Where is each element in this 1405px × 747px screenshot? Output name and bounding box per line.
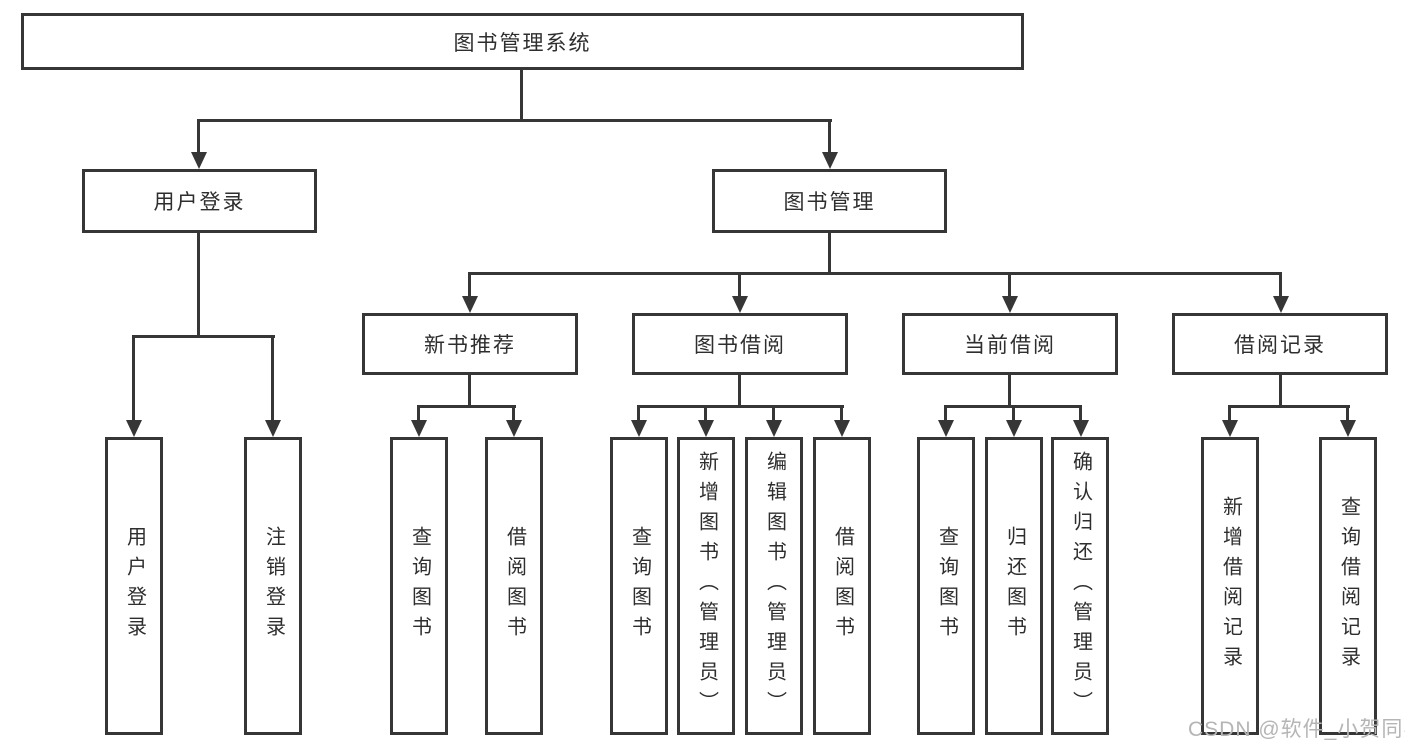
connector-line (944, 405, 947, 423)
node-user-login-module: 用户登录 (82, 169, 317, 233)
node-current-borrowing: 当前借阅 (902, 313, 1118, 375)
node-label: 归还图书 (1003, 526, 1026, 646)
arrow-down-icon (411, 420, 427, 437)
arrow-down-icon (938, 420, 954, 437)
arrow-down-icon (822, 152, 838, 169)
node-book-management: 图书管理 (712, 169, 947, 233)
arrow-down-icon (126, 420, 142, 437)
connector-line (417, 405, 420, 423)
connector-line (1012, 405, 1015, 423)
connector-line (637, 405, 640, 423)
leaf-edit-books-admin: 编辑图书（管理员） (745, 437, 803, 735)
arrow-down-icon (1273, 296, 1289, 313)
node-label: 新增借阅记录 (1219, 496, 1242, 676)
connector-line (468, 375, 471, 407)
node-label: 新书推荐 (424, 334, 516, 357)
arrow-down-icon (698, 420, 714, 437)
leaf-borrow-books-recommend: 借阅图书 (485, 437, 543, 735)
connector-line (512, 405, 515, 423)
leaf-query-books-borrowing: 查询图书 (610, 437, 668, 735)
connector-line (417, 405, 516, 408)
arrow-down-icon (1073, 420, 1089, 437)
connector-line (468, 272, 1282, 275)
connector-line (828, 233, 831, 274)
leaf-confirm-return-admin: 确认归还（管理员） (1051, 437, 1109, 735)
node-label: 当前借阅 (964, 334, 1056, 357)
connector-line (1228, 405, 1350, 408)
node-new-book-recommend: 新书推荐 (362, 313, 578, 375)
connector-line (738, 272, 741, 299)
connector-line (738, 375, 741, 407)
arrow-down-icon (1002, 296, 1018, 313)
node-label: 图书管理系统 (453, 31, 592, 55)
connector-line (1279, 272, 1282, 299)
leaf-return-books: 归还图书 (985, 437, 1043, 735)
connector-line (468, 272, 471, 299)
node-label: 借阅记录 (1234, 334, 1326, 357)
connector-line (271, 335, 274, 423)
node-label: 注销登录 (262, 526, 285, 646)
leaf-user-login: 用户登录 (105, 437, 163, 735)
connector-line (704, 405, 707, 423)
node-label: 新增图书（管理员） (695, 451, 718, 721)
leaf-query-books-recommend: 查询图书 (390, 437, 448, 735)
connector-line (772, 405, 775, 423)
connector-line (132, 335, 275, 338)
connector-line (828, 119, 831, 155)
arrow-down-icon (631, 420, 647, 437)
node-label: 图书管理 (783, 191, 876, 214)
leaf-add-borrow-record: 新增借阅记录 (1201, 437, 1259, 735)
node-label: 编辑图书（管理员） (763, 451, 786, 721)
connector-line (520, 69, 523, 121)
node-label: 借阅图书 (831, 526, 854, 646)
arrow-down-icon (766, 420, 782, 437)
arrow-down-icon (1222, 420, 1238, 437)
connector-line (1008, 272, 1011, 299)
connector-line (198, 119, 832, 122)
node-label: 查询借阅记录 (1337, 496, 1360, 676)
connector-line (197, 119, 200, 155)
connector-line (1346, 405, 1349, 423)
node-label: 借阅图书 (503, 526, 526, 646)
arrow-down-icon (1340, 420, 1356, 437)
arrow-down-icon (834, 420, 850, 437)
arrow-down-icon (1006, 420, 1022, 437)
connector-line (197, 233, 200, 337)
leaf-query-books-current: 查询图书 (917, 437, 975, 735)
node-label: 查询图书 (628, 526, 651, 646)
node-library-system: 图书管理系统 (21, 13, 1024, 70)
node-borrow-records: 借阅记录 (1172, 313, 1388, 375)
node-book-borrowing: 图书借阅 (632, 313, 848, 375)
node-label: 用户登录 (123, 526, 146, 646)
node-label: 确认归还（管理员） (1069, 451, 1092, 721)
connector-line (1279, 375, 1282, 407)
csdn-watermark: CSDN @软件_小贺同学 (1188, 718, 1405, 741)
leaf-add-books-admin: 新增图书（管理员） (677, 437, 735, 735)
arrow-down-icon (732, 296, 748, 313)
connector-line (637, 405, 844, 408)
arrow-down-icon (462, 296, 478, 313)
connector-line (840, 405, 843, 423)
leaf-logout: 注销登录 (244, 437, 302, 735)
leaf-query-borrow-record: 查询借阅记录 (1319, 437, 1377, 735)
connector-line (1228, 405, 1231, 423)
node-label: 图书借阅 (694, 334, 786, 357)
arrow-down-icon (265, 420, 281, 437)
connector-line (132, 335, 135, 423)
node-label: 查询图书 (408, 526, 431, 646)
connector-line (1079, 405, 1082, 423)
node-label: 用户登录 (153, 191, 246, 214)
arrow-down-icon (506, 420, 522, 437)
arrow-down-icon (191, 152, 207, 169)
node-label: 查询图书 (935, 526, 958, 646)
connector-line (1008, 375, 1011, 407)
leaf-borrow-books-borrowing: 借阅图书 (813, 437, 871, 735)
